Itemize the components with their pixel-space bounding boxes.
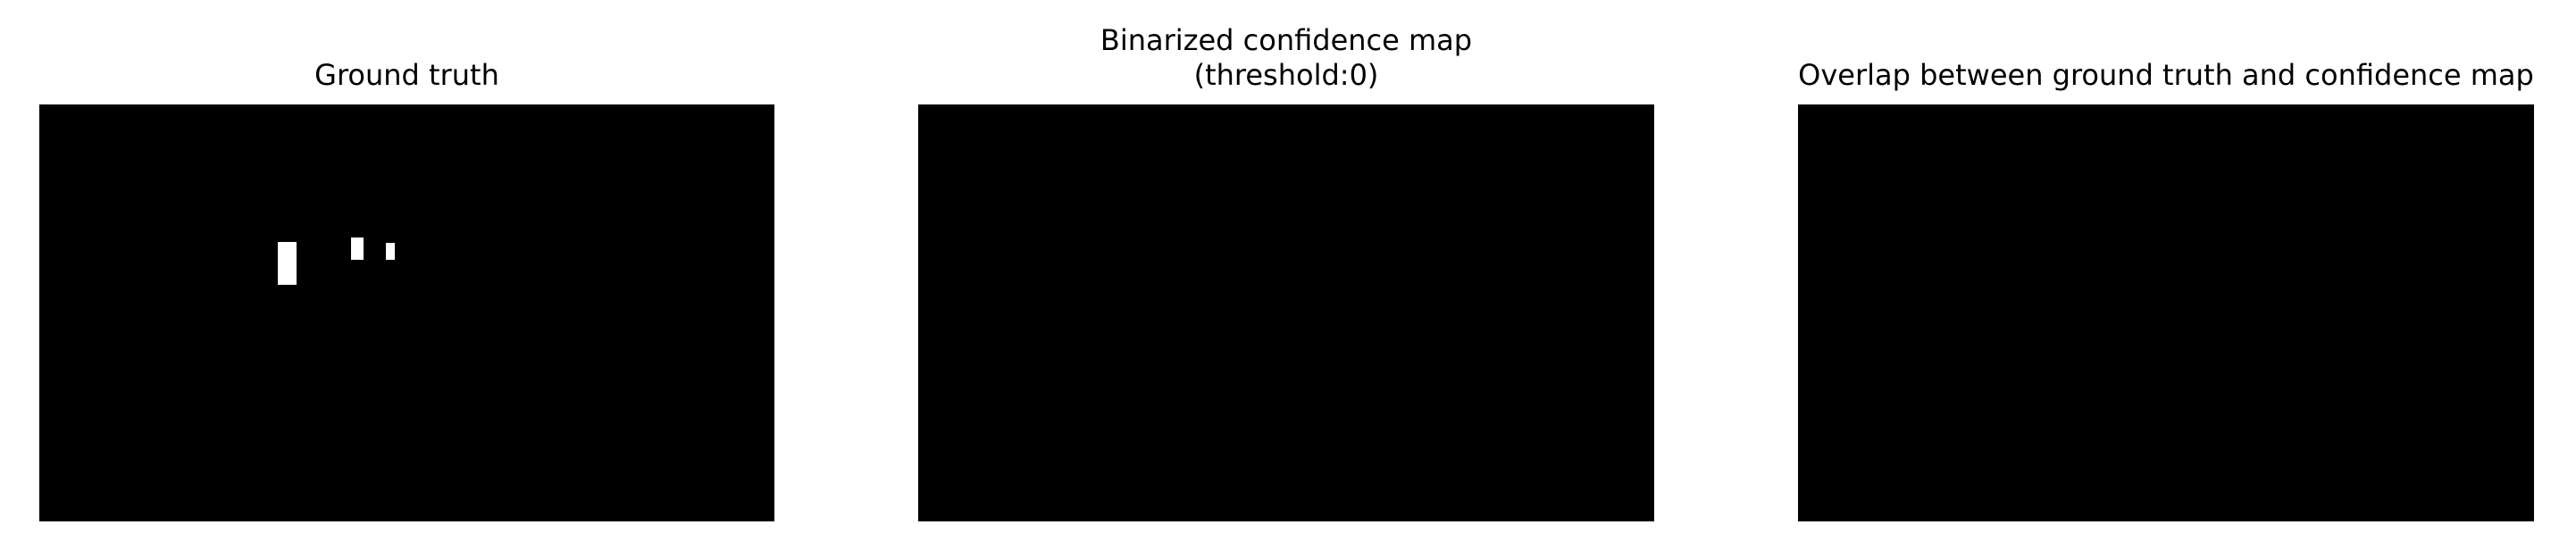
overlap-image [1798, 104, 2534, 521]
panel-title: Overlap between ground truth and confide… [1798, 57, 2534, 92]
panel-overlap: Overlap between ground truth and confide… [1798, 0, 2534, 558]
panel-title-wrap: Ground truth [0, 0, 1042, 93]
panel-title-wrap: Overlap between ground truth and confide… [1530, 0, 2576, 93]
panel-title-wrap: Binarized confidence map (threshold:0) [650, 0, 1922, 93]
map-background [1798, 104, 2534, 521]
panel-binarized-confidence: Binarized confidence map (threshold:0) [918, 0, 1654, 558]
overlap-map [1798, 104, 2534, 521]
ground-truth-map [39, 104, 774, 521]
map-background [39, 104, 774, 521]
white-region [386, 243, 395, 260]
binarized-confidence-map [918, 104, 1654, 521]
white-region [278, 242, 297, 285]
panel-title: Binarized confidence map (threshold:0) [1100, 22, 1473, 92]
map-background [918, 104, 1654, 521]
ground-truth-image [39, 104, 774, 521]
binarized-confidence-image [918, 104, 1654, 521]
panel-title: Ground truth [314, 57, 499, 92]
panel-ground-truth: Ground truth [39, 0, 774, 558]
white-region [351, 237, 364, 260]
